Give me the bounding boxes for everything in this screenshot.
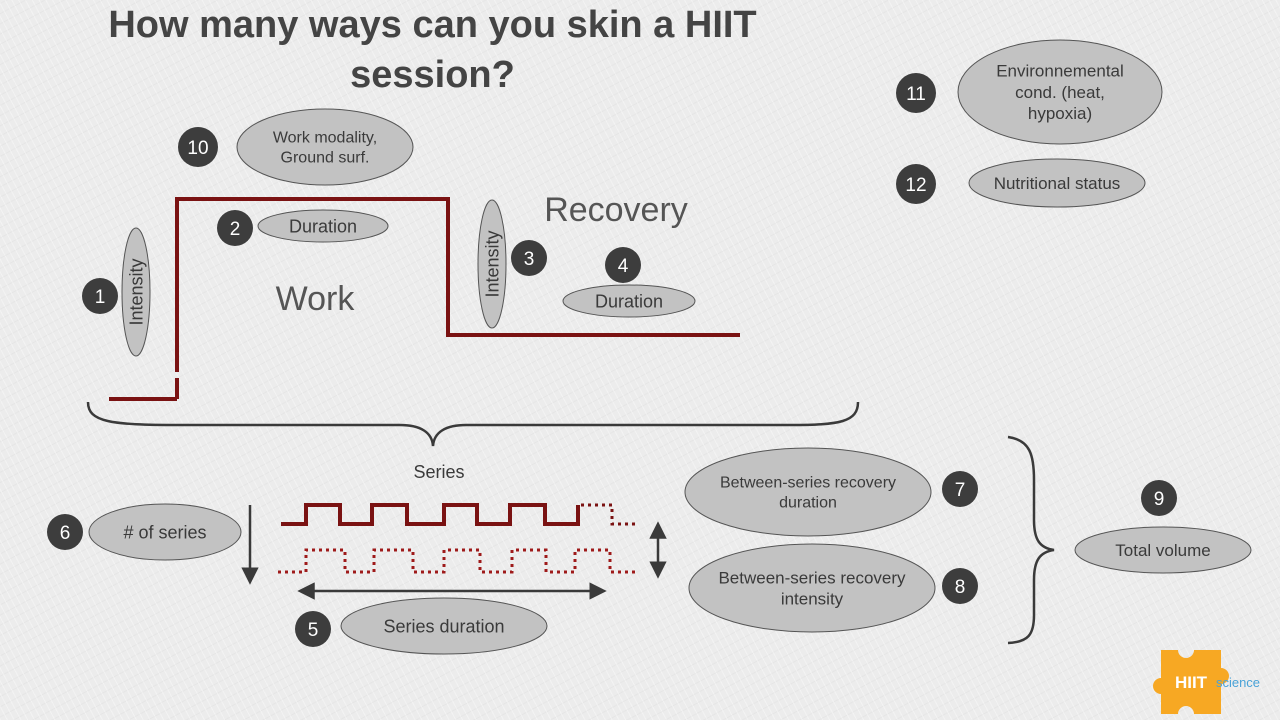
factor-9-badge xyxy=(1141,480,1177,516)
factor-11-number: 11 xyxy=(906,84,926,105)
title-line-2: session? xyxy=(350,54,515,96)
factor-5-badge xyxy=(295,611,331,647)
factor-1-number: 1 xyxy=(95,287,106,308)
factor-8: Between-series recovery intensity 8 xyxy=(688,543,978,633)
factor-10-number: 10 xyxy=(187,138,208,159)
factor-7-ellipse xyxy=(684,447,932,537)
factor-11-badge xyxy=(896,73,936,113)
factor-11: Environnemental cond. (heat, hypoxia) 11 xyxy=(896,39,1163,145)
factor-8-ellipse xyxy=(688,543,936,633)
factor-9-number: 9 xyxy=(1154,489,1165,510)
factor-6-badge xyxy=(47,514,83,550)
factor-5: Series duration 5 xyxy=(295,597,548,655)
series-wave-solid xyxy=(281,503,580,526)
factor-8-label: Between-series recovery intensity xyxy=(718,568,906,608)
factor-2-badge xyxy=(217,210,253,246)
factor-1-ellipse xyxy=(121,227,151,357)
factor-2: Duration 2 xyxy=(217,209,389,246)
factor-4-ellipse xyxy=(562,284,696,318)
factor-10-badge xyxy=(178,127,218,167)
factor-2-ellipse xyxy=(257,209,389,243)
factor-11-label: Environnemental cond. (heat, hypoxia) xyxy=(996,62,1124,124)
factor-7: Between-series recovery duration 7 xyxy=(684,447,978,537)
factor-11-ellipse xyxy=(957,39,1163,145)
title-line-1: How many ways can you skin a HIIT xyxy=(108,4,757,46)
factor-6-ellipse xyxy=(88,503,242,561)
factor-4-number: 4 xyxy=(618,256,629,277)
work-label: Work xyxy=(276,280,356,318)
factor-1-label: Intensity xyxy=(126,258,146,325)
factor-10-label-line: Ground surf. xyxy=(281,150,370,167)
factor-5-label-line: Series duration xyxy=(383,616,504,636)
factor-10: Work modality, Ground surf. 10 xyxy=(178,108,414,186)
factor-12-label: Nutritional status xyxy=(994,174,1121,193)
factor-9-label-line: Total volume xyxy=(1115,541,1210,560)
series-label: Series xyxy=(413,462,464,482)
factor-6-label-line: # of series xyxy=(123,522,206,542)
factor-10-label: Work modality, Ground surf. xyxy=(273,130,377,167)
logo-puzzle-piece xyxy=(1153,650,1229,714)
factor-7-badge xyxy=(942,471,978,507)
factor-9-ellipse xyxy=(1074,526,1252,574)
factor-12: Nutritional status 12 xyxy=(896,158,1146,208)
factor-4-label: Duration xyxy=(595,291,663,311)
factor-4-badge xyxy=(605,247,641,283)
logo-science-text: science xyxy=(1216,675,1260,690)
factor-8-label-line: intensity xyxy=(781,590,844,609)
factor-5-label: Series duration xyxy=(383,616,504,636)
factor-1-badge xyxy=(82,278,118,314)
factor-2-label-line: Duration xyxy=(289,216,357,236)
factor-9-label: Total volume xyxy=(1115,541,1210,560)
volume-brace xyxy=(1007,435,1055,645)
factor-12-label-line: Nutritional status xyxy=(994,174,1121,193)
factor-5-number: 5 xyxy=(308,620,319,641)
factor-3-label: Intensity xyxy=(482,230,502,297)
factor-6-number: 6 xyxy=(60,523,71,544)
factor-6-label: # of series xyxy=(123,522,206,542)
factor-8-badge xyxy=(942,568,978,604)
factor-1: Intensity 1 xyxy=(82,227,151,357)
factor-11-label-line: hypoxia) xyxy=(1028,104,1092,123)
factor-12-badge xyxy=(896,164,936,204)
logo-hiit-text: HIIT xyxy=(1175,673,1208,692)
factor-7-number: 7 xyxy=(955,480,966,501)
factor-8-number: 8 xyxy=(955,577,966,598)
factor-7-label-line: Between-series recovery xyxy=(720,475,896,492)
factor-6: # of series 6 xyxy=(47,503,242,561)
factor-3-number: 3 xyxy=(524,249,535,270)
factor-10-ellipse xyxy=(236,108,414,186)
factor-3: Intensity 3 xyxy=(477,199,547,329)
factor-12-number: 12 xyxy=(905,175,926,196)
recovery-label: Recovery xyxy=(544,191,688,229)
factor-5-ellipse xyxy=(340,597,548,655)
factor-3-label-line: Intensity xyxy=(482,230,502,297)
work-step-line xyxy=(175,197,740,372)
factor-7-label-line: duration xyxy=(779,495,837,512)
page-title: How many ways can you skin a HIIT sessio… xyxy=(50,0,815,100)
factor-9: Total volume 9 xyxy=(1074,480,1252,574)
factor-3-badge xyxy=(511,240,547,276)
factor-4-label-line: Duration xyxy=(595,291,663,311)
factor-7-label: Between-series recovery duration xyxy=(720,475,896,512)
series-wave-dotted xyxy=(278,548,638,574)
factor-3-ellipse xyxy=(477,199,507,329)
series-wave-solid-tail xyxy=(581,503,638,526)
factor-8-label-line: Between-series recovery xyxy=(718,568,906,587)
factor-2-label: Duration xyxy=(289,216,357,236)
factor-2-number: 2 xyxy=(230,219,241,240)
factor-4: Duration 4 xyxy=(562,247,696,318)
factor-11-label-line: cond. (heat, xyxy=(1015,83,1105,102)
hiit-science-logo: HIIT science xyxy=(1153,650,1260,714)
factor-10-label-line: Work modality, xyxy=(273,130,377,147)
factor-11-label-line: Environnemental xyxy=(996,62,1124,81)
factor-12-ellipse xyxy=(968,158,1146,208)
factor-1-label-line: Intensity xyxy=(126,258,146,325)
series-brace xyxy=(86,401,860,447)
